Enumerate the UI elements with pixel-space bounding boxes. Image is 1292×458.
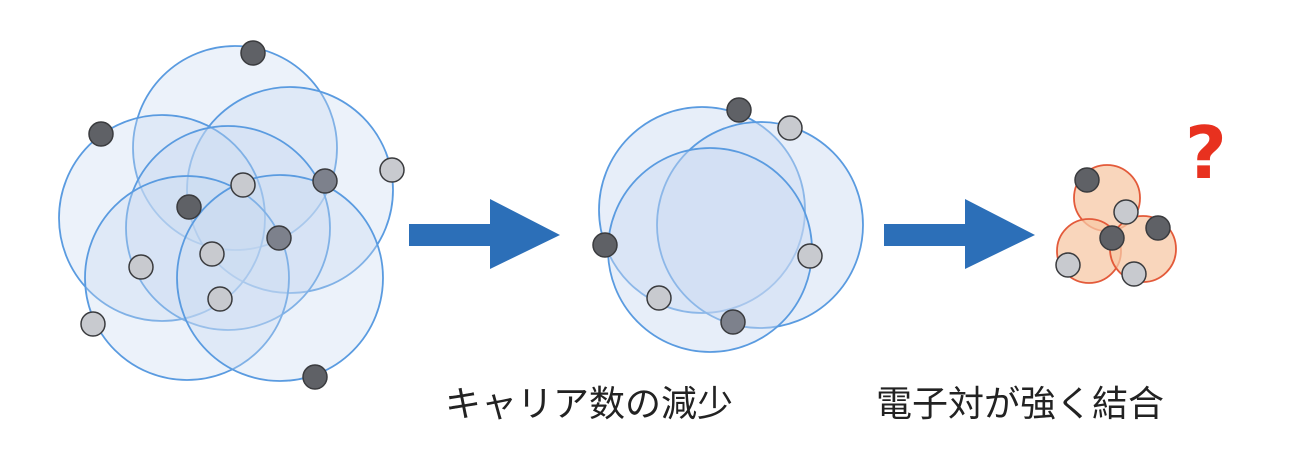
electron [797,243,823,269]
electron [1099,225,1125,251]
electron [80,311,106,337]
electrons-stage-1 [80,40,405,390]
arrow-2 [884,199,1035,269]
electron [1121,261,1147,287]
electron [777,115,803,141]
pair-circle [607,147,813,353]
electrons-stage-3 [1055,167,1171,287]
electrons-stage-2 [592,97,823,335]
pair-circle [84,175,290,381]
stage-many-carriers [58,40,405,390]
electron [240,40,266,66]
stage-strong-binding: ? [1055,111,1227,287]
electron [207,286,233,312]
caption-strong-pair-binding: 電子対が強く結合 [876,384,1164,425]
electron [726,97,752,123]
electron [199,241,225,267]
pair-circle [186,86,394,294]
electron [1113,199,1139,225]
electron [266,225,292,251]
electron [176,194,202,220]
stage-fewer-carriers [592,97,864,353]
caption-carrier-reduction: キャリア数の減少 [445,384,733,425]
electron [88,121,114,147]
electron [1074,167,1100,193]
electron [312,168,338,194]
question-mark-icon: ? [1185,111,1227,195]
pair-circle [656,121,864,329]
arrow-1 [409,199,560,269]
electron [379,157,405,183]
pair-circle [176,174,384,382]
arrow-right-icon [409,199,560,269]
electron [1055,252,1081,278]
electron [646,285,672,311]
electron [230,172,256,198]
electron [128,254,154,280]
electron [720,309,746,335]
arrow-right-icon [884,199,1035,269]
electron [592,232,618,258]
electron [302,364,328,390]
pair-circles-large [58,45,394,382]
electron [1145,215,1171,241]
pair-circle [58,114,266,322]
